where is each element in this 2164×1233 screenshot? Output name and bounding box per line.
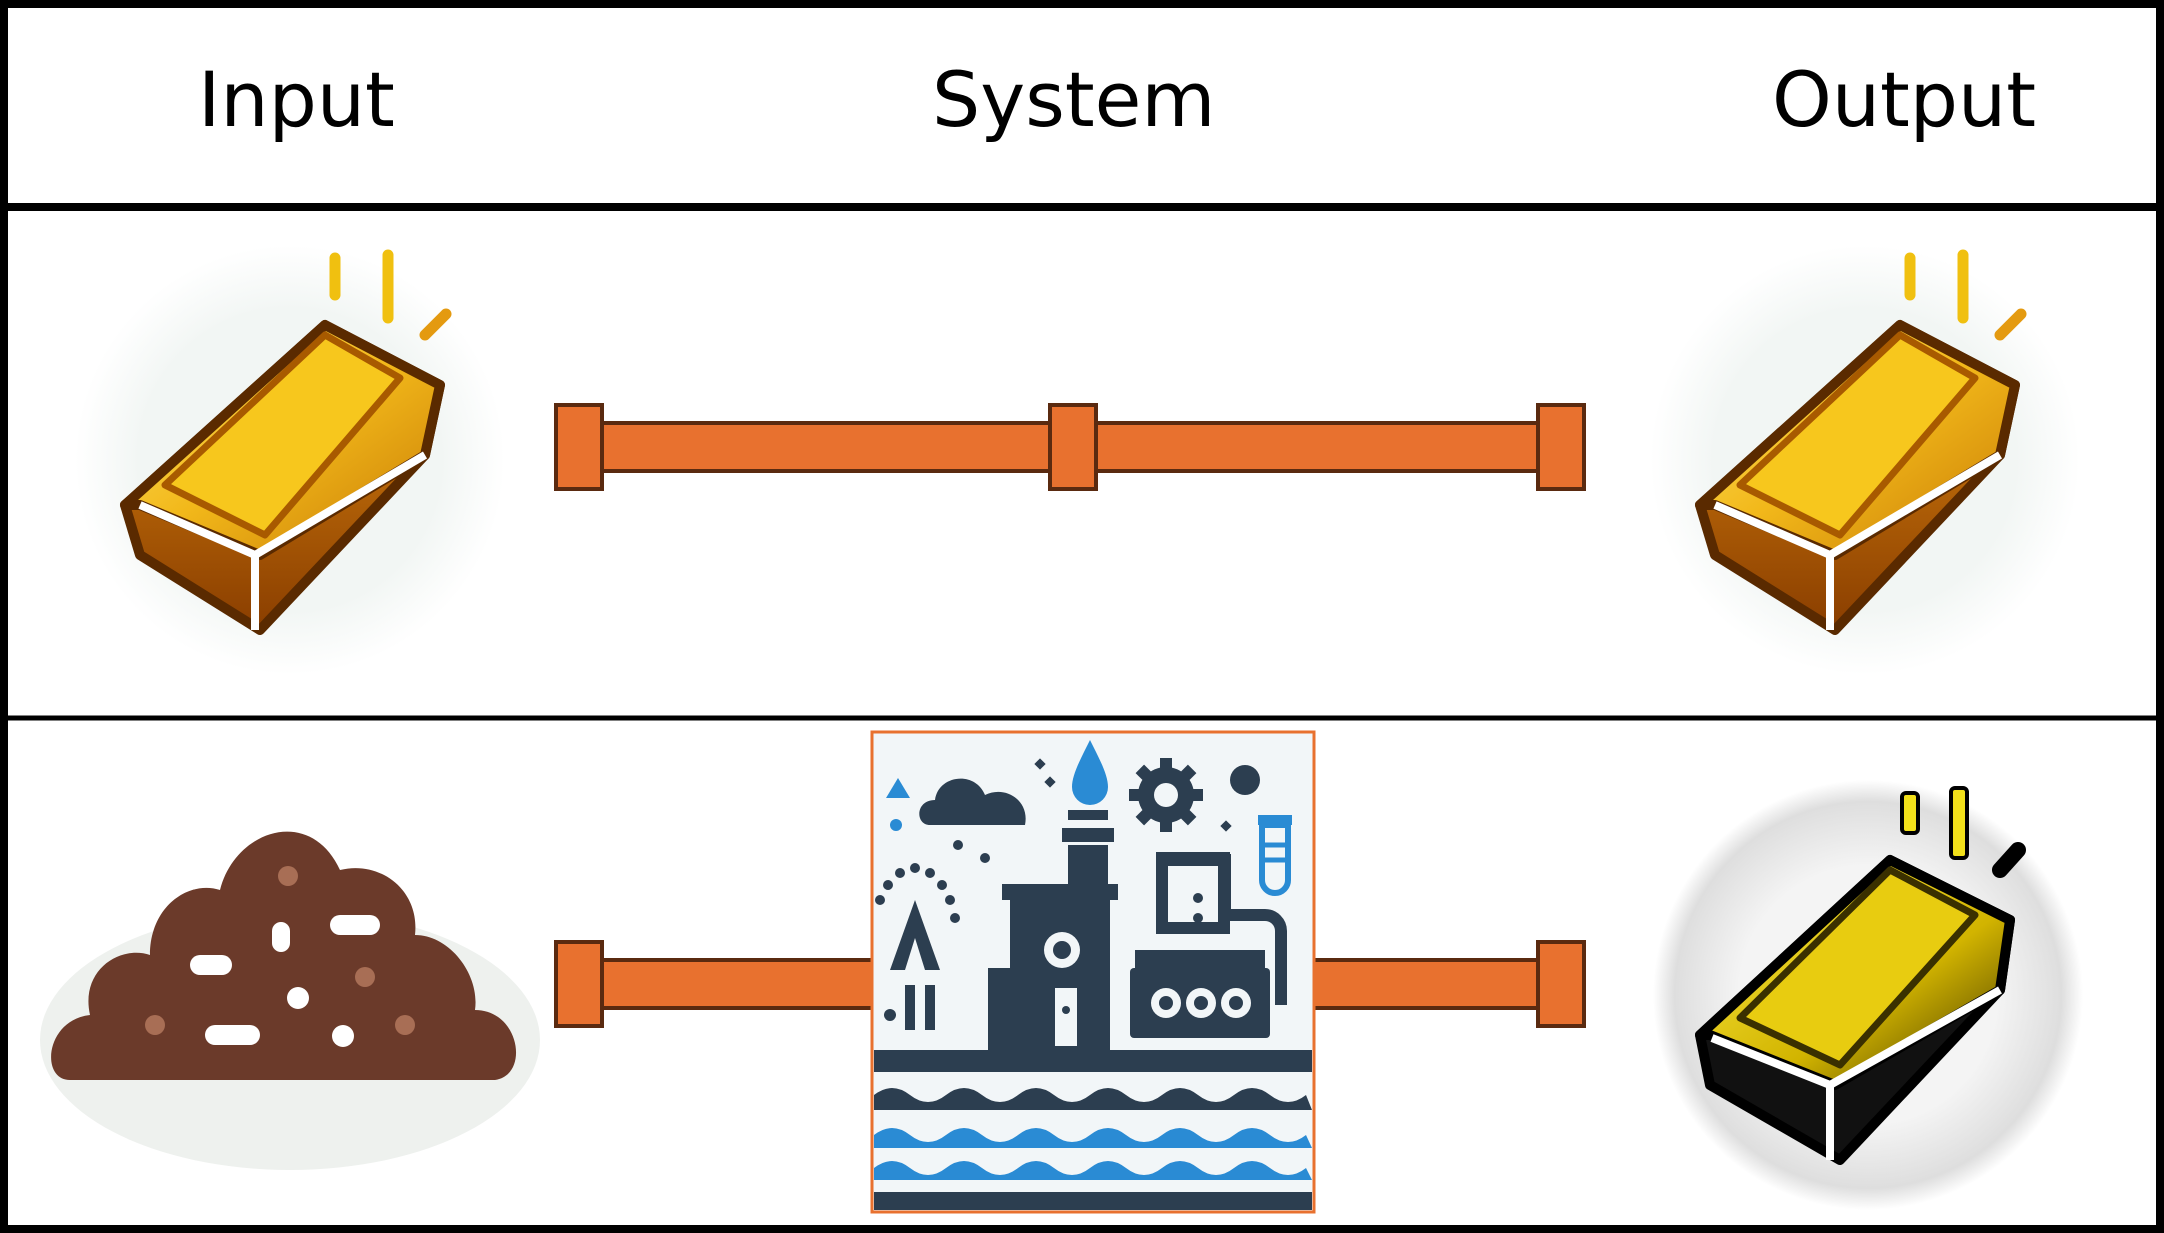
gold-bar-icon [1650,245,2080,675]
dark-gold-bar-icon [1653,780,2083,1210]
pipe-right [1308,940,1586,1028]
straight-pipe [554,403,1586,491]
header-input: Input [198,55,395,144]
header-system: System [932,55,1216,144]
gold-bar-icon [75,245,505,675]
processing-plant-icon [870,730,1316,1214]
pipe-left [554,940,882,1028]
ore-pile-icon [40,831,540,1170]
header-output: Output [1772,55,2036,144]
